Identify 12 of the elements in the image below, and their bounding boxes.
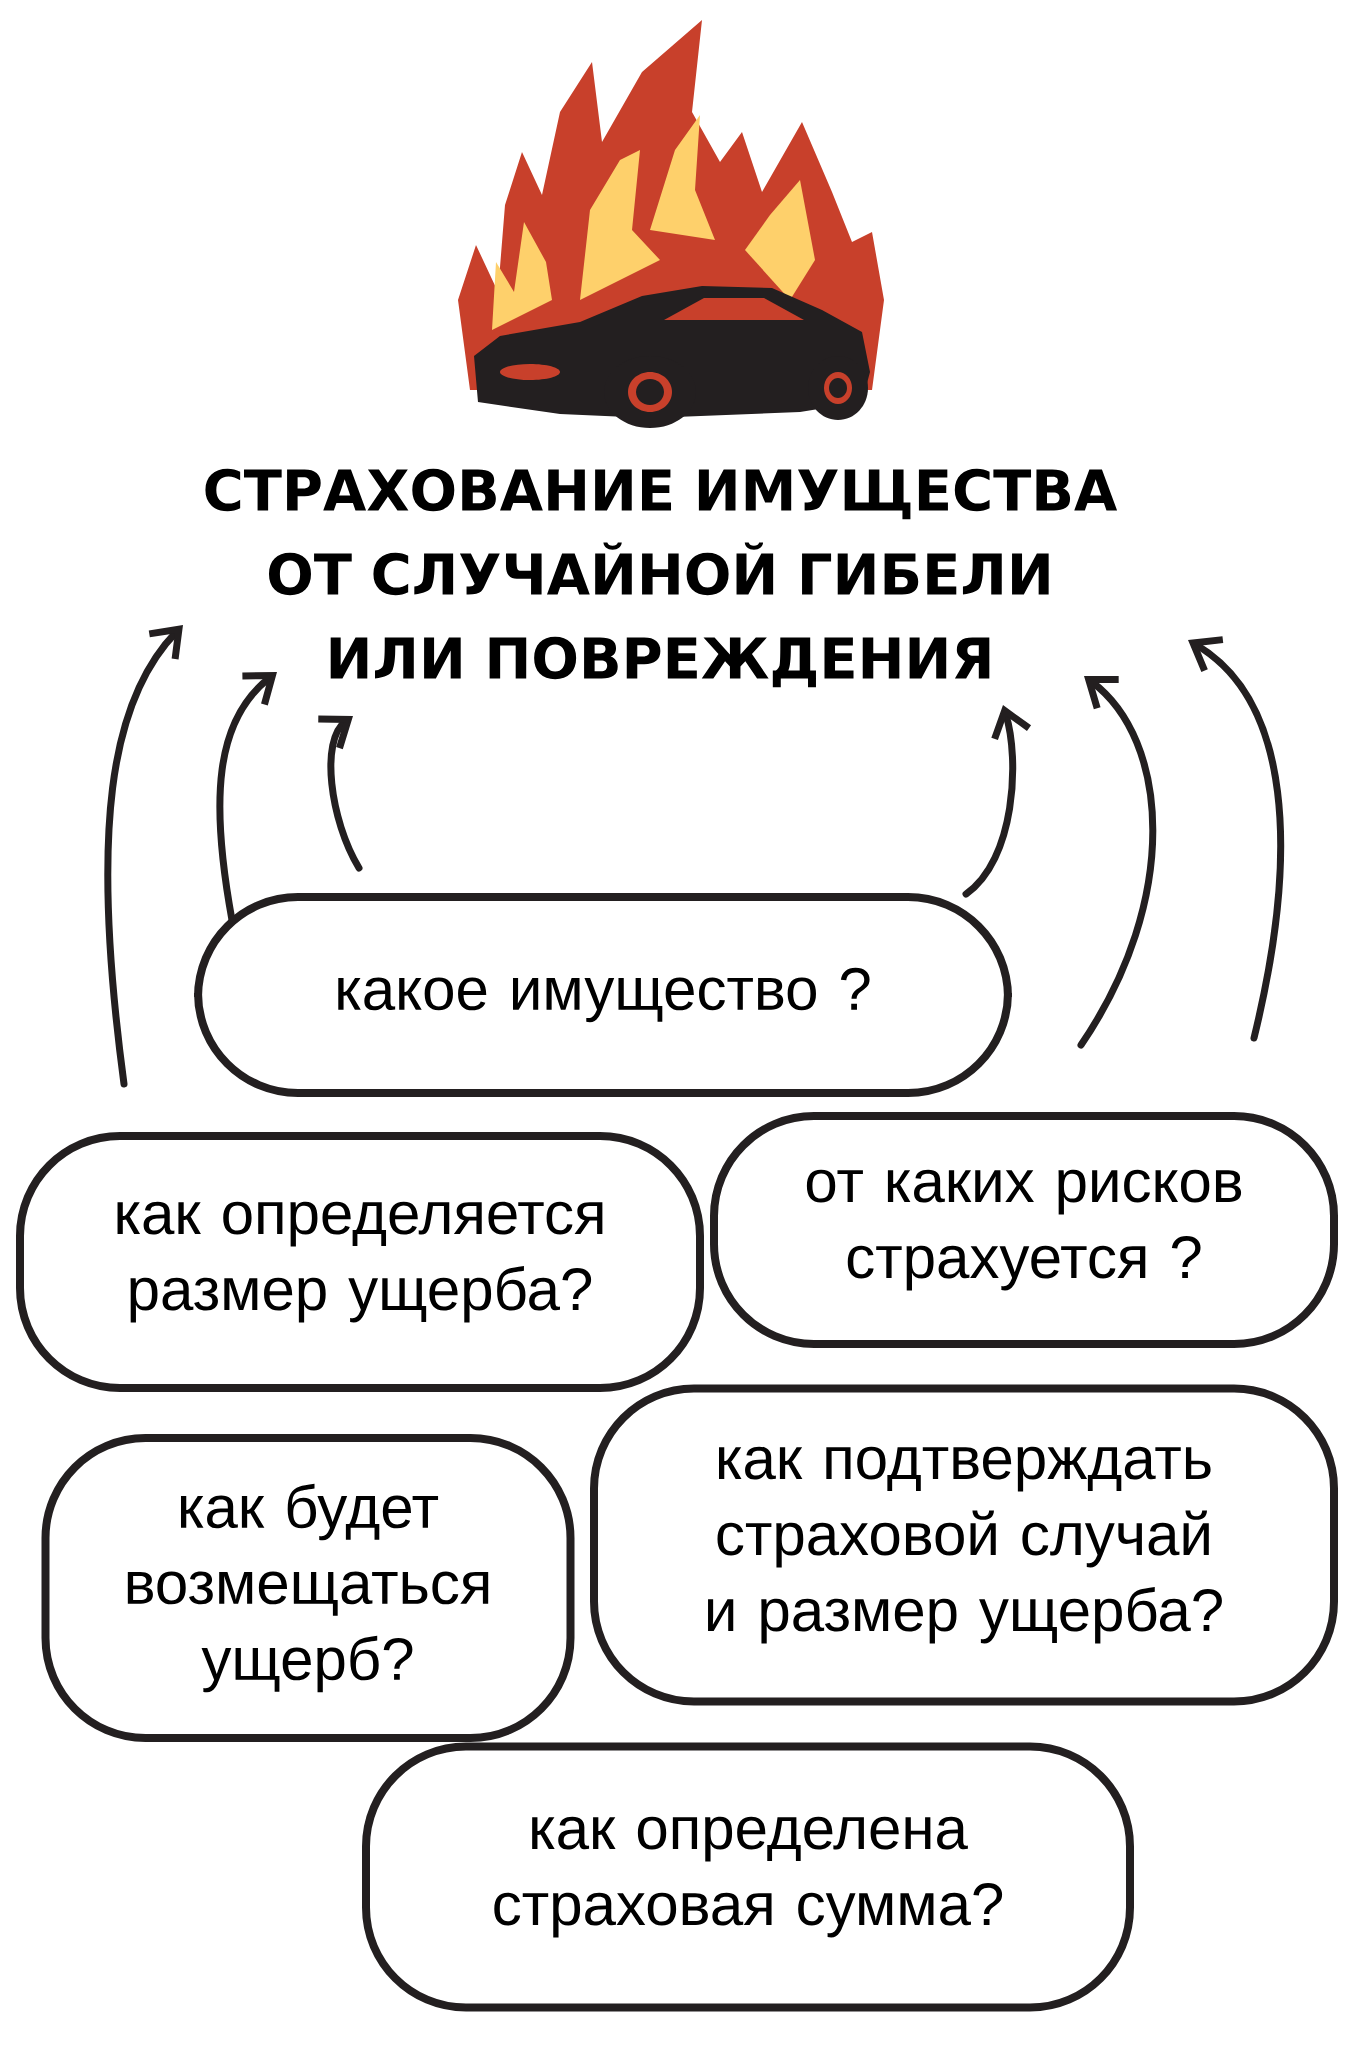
arrow xyxy=(962,705,1032,898)
question-bubble: как определена страховая сумма? xyxy=(362,1742,1134,2012)
question-bubble: как определяется размер ущерба? xyxy=(16,1132,704,1392)
question-bubble: от каких рисков страхуется ? xyxy=(710,1112,1338,1348)
title: СТРАХОВАНИЕ ИМУЩЕСТВА ОТ СЛУЧАЙНОЙ ГИБЕЛИ ИЛИ ПОВРЕЖДЕНИЯ xyxy=(205,468,1118,688)
arrow xyxy=(104,625,183,1088)
arrow xyxy=(1188,636,1284,1042)
arrow xyxy=(1077,675,1157,1049)
arrow xyxy=(318,715,363,872)
question-bubble: как подтверждать страховой случай и размер ущерба? xyxy=(590,1384,1338,1706)
question-bubble: как будет возмещаться ущерб? xyxy=(41,1434,575,1742)
question-bubble: какое имущество ? xyxy=(194,893,1012,1097)
